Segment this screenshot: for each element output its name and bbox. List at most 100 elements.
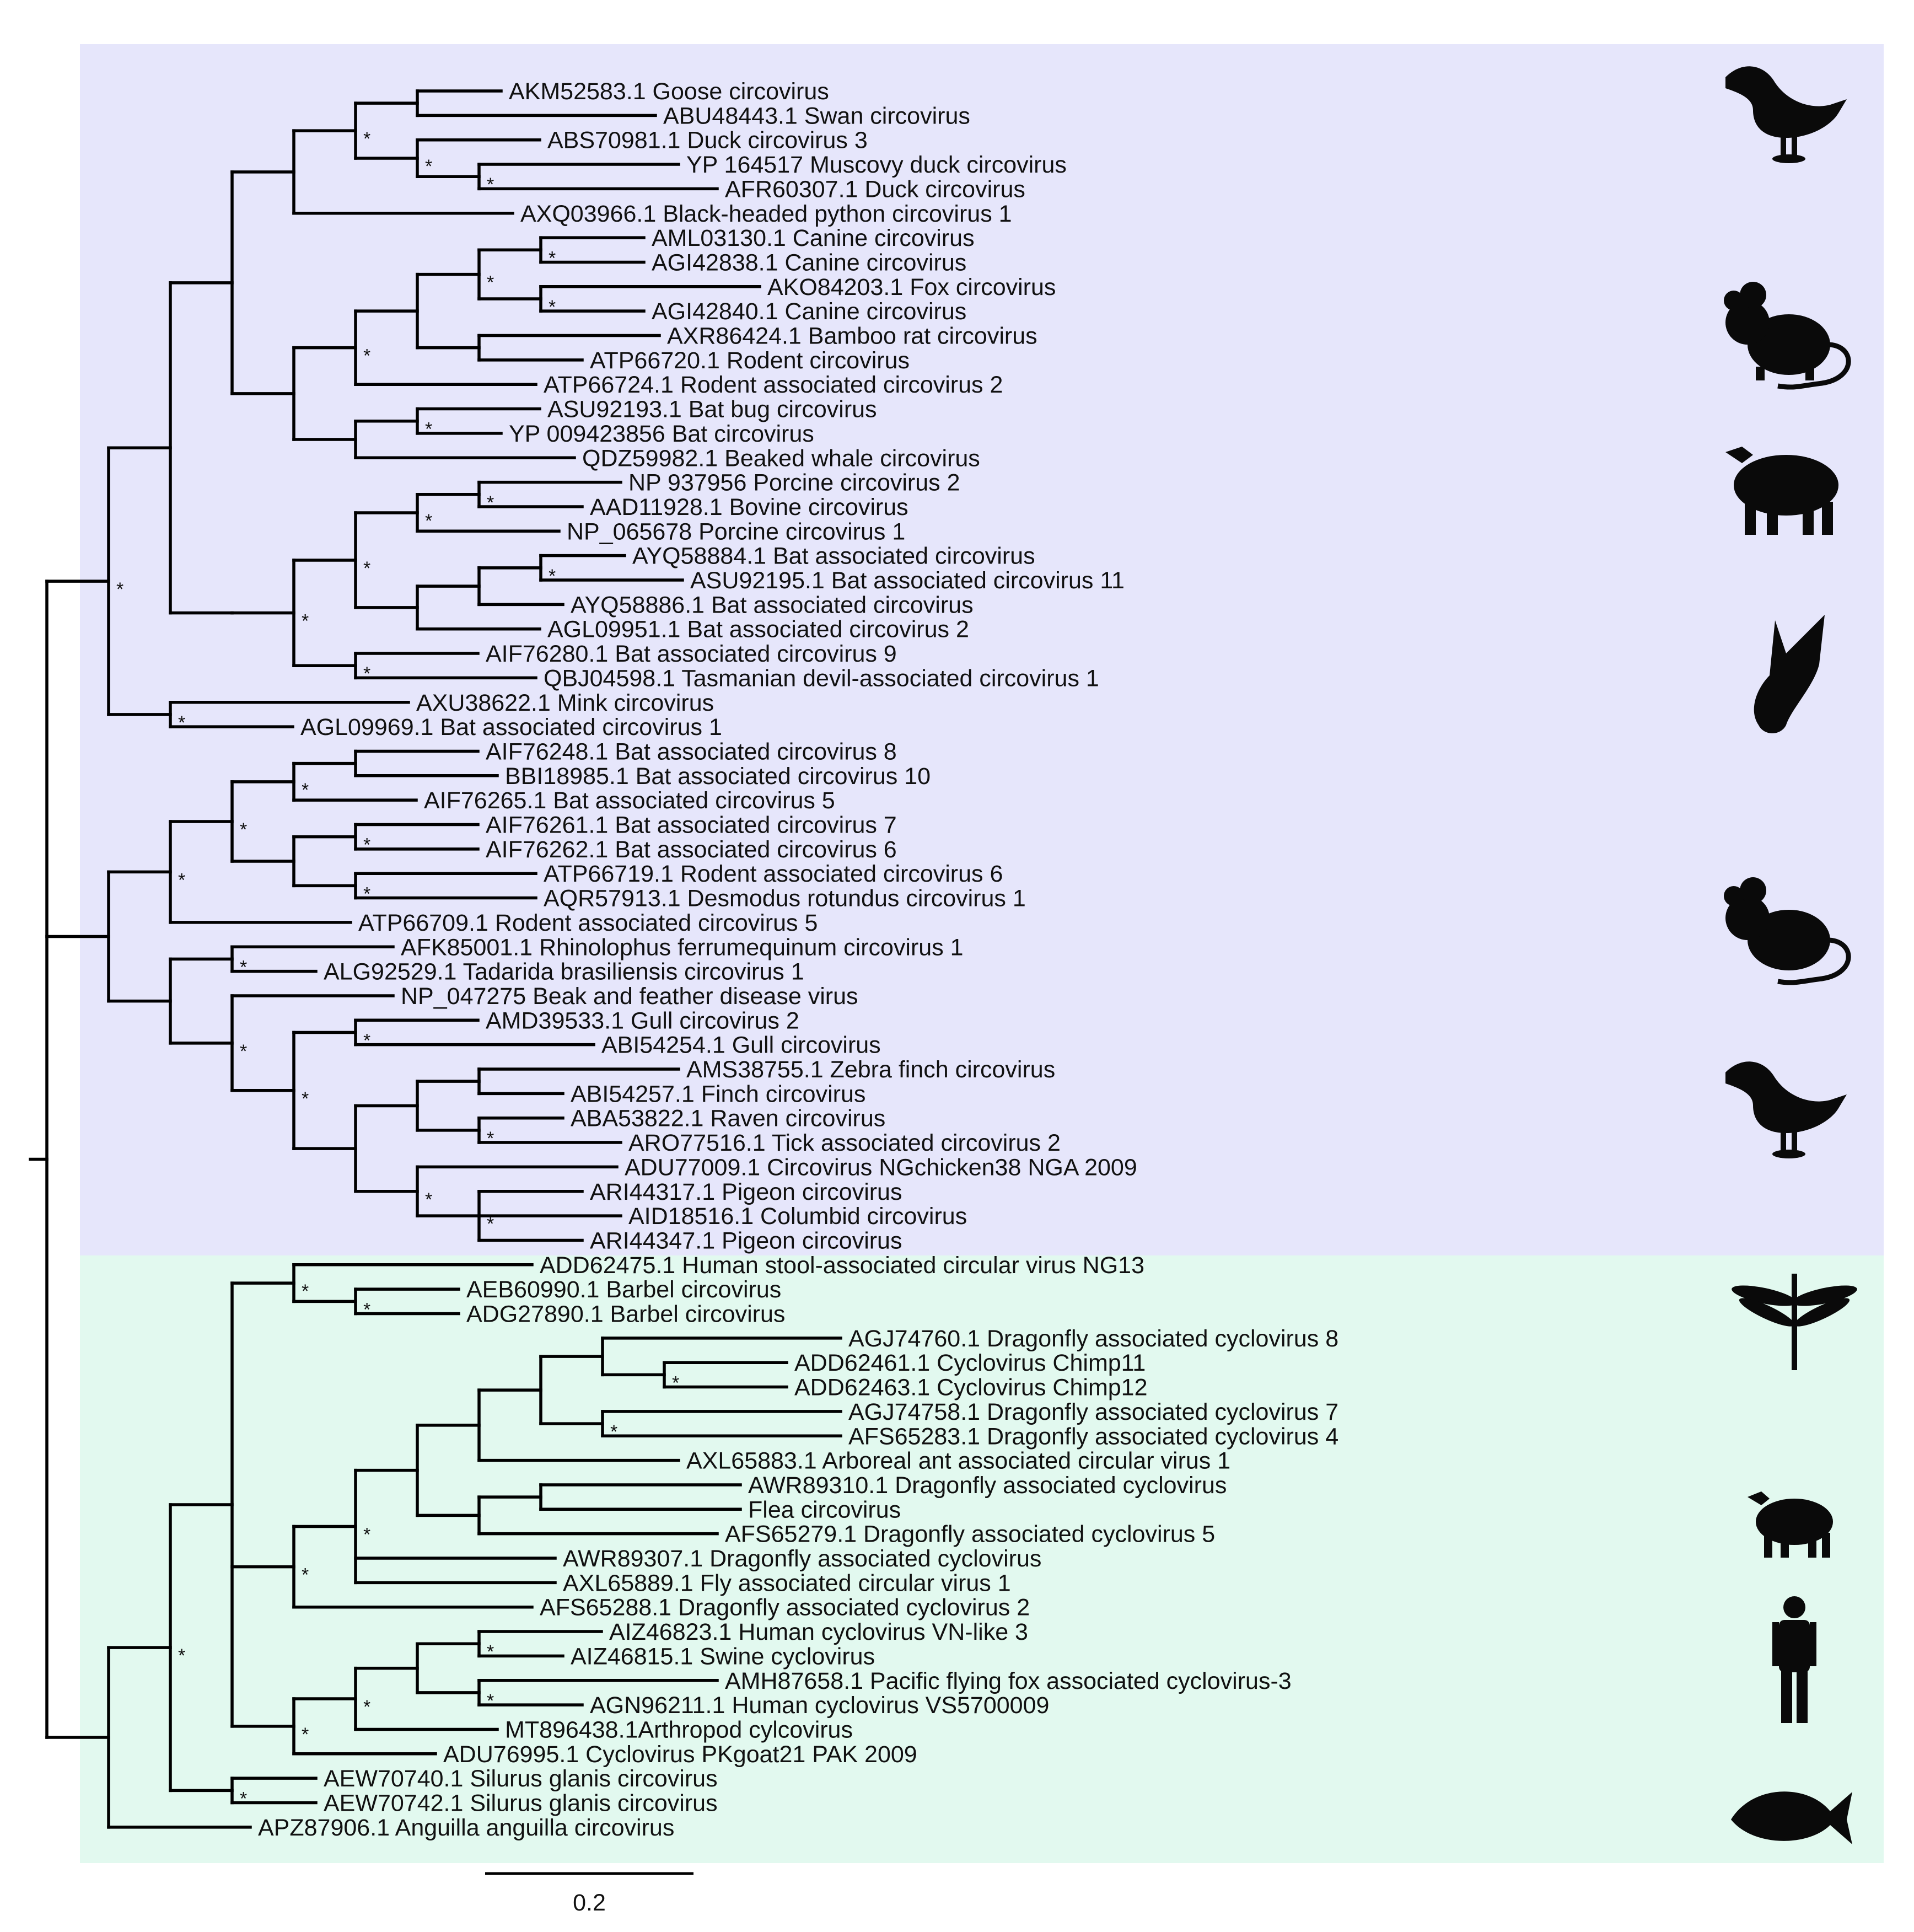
bootstrap-support-marker: * — [363, 835, 370, 856]
tip-label: ATP66719.1 Rodent associated circovirus … — [544, 861, 1003, 887]
tip-label: AGI42840.1 Canine circovirus — [652, 298, 966, 325]
tip-label: ABA53822.1 Raven circovirus — [571, 1105, 885, 1132]
tip-label: AGI42838.1 Canine circovirus — [652, 249, 966, 276]
bootstrap-support-marker: * — [487, 1690, 494, 1711]
tip-label: AIF76265.1 Bat associated circovirus 5 — [424, 787, 835, 814]
tip-label: YP 164517 Muscovy duck circovirus — [686, 152, 1067, 178]
tip-label: AEW70742.1 Silurus glanis circovirus — [324, 1790, 718, 1817]
bootstrap-support-marker: * — [425, 419, 432, 440]
duck-icon-2 — [1725, 1061, 1847, 1158]
bootstrap-support-marker: * — [363, 1524, 370, 1545]
bootstrap-support-marker: * — [240, 1788, 247, 1809]
tip-label: AMH87658.1 Pacific flying fox associated… — [725, 1668, 1292, 1694]
tip-label: ADD62463.1 Cyclovirus Chimp12 — [794, 1375, 1148, 1401]
tip-label: AIZ46815.1 Swine cyclovirus — [571, 1643, 875, 1670]
bootstrap-support-marker: * — [363, 346, 370, 367]
tip-label: NP_065678 Porcine circovirus 1 — [567, 518, 905, 545]
bootstrap-support-marker: * — [116, 579, 123, 600]
dragonfly-icon — [1732, 1274, 1857, 1370]
bootstrap-support-marker: * — [363, 663, 370, 684]
bootstrap-support-marker: * — [672, 1372, 679, 1393]
tip-label: AIF76261.1 Bat associated circovirus 7 — [486, 812, 897, 839]
pig-icon-2 — [1748, 1491, 1833, 1558]
tip-label: ABI54257.1 Finch circovirus — [571, 1081, 865, 1107]
bootstrap-support-marker: * — [487, 1214, 494, 1235]
tip-label: AGJ74758.1 Dragonfly associated cyclovir… — [848, 1399, 1338, 1425]
tree-branches — [29, 89, 842, 1829]
bootstrap-support-marker: * — [549, 248, 556, 269]
tip-label: AYQ58886.1 Bat associated circovirus — [571, 592, 974, 618]
tip-label: AMS38755.1 Zebra finch circovirus — [686, 1056, 1055, 1083]
tip-label: AXR86424.1 Bamboo rat circovirus — [667, 323, 1037, 350]
rodent-icon — [1724, 282, 1851, 390]
tip-label: AXU38622.1 Mink circovirus — [416, 690, 714, 716]
tip-label: AEB60990.1 Barbel circovirus — [466, 1276, 781, 1303]
bootstrap-support-marker: * — [302, 780, 309, 801]
bootstrap-support-marker: * — [425, 511, 432, 532]
circovirus-clade-background — [80, 44, 1884, 1255]
tip-label: ADD62475.1 Human stool-associated circul… — [540, 1252, 1144, 1279]
bootstrap-support-marker: * — [363, 1697, 370, 1718]
bootstrap-support-marker: * — [549, 297, 556, 318]
tip-label: AQR57913.1 Desmodus rotundus circovirus … — [544, 886, 1026, 912]
tip-label: ABI54254.1 Gull circovirus — [601, 1032, 881, 1059]
tip-label: AGL09951.1 Bat associated circovirus 2 — [547, 616, 969, 643]
tip-label: NP 937956 Porcine circovirus 2 — [628, 470, 960, 496]
tip-label: AWR89310.1 Dragonfly associated cyclovir… — [748, 1472, 1227, 1499]
tip-label: AIF76262.1 Bat associated circovirus 6 — [486, 836, 897, 863]
tip-label: NP_047275 Beak and feather disease virus — [401, 983, 858, 1010]
tip-label: ABU48443.1 Swan circovirus — [663, 103, 970, 129]
tip-label: APZ87906.1 Anguilla anguilla circovirus — [258, 1815, 674, 1841]
bootstrap-support-marker: * — [178, 712, 185, 733]
tip-label: ARI44317.1 Pigeon circovirus — [590, 1179, 902, 1205]
tip-label: ALG92529.1 Tadarida brasiliensis circovi… — [324, 959, 804, 985]
tip-label: ASU92195.1 Bat associated circovirus 11 — [690, 567, 1125, 594]
tip-label: AID18516.1 Columbid circovirus — [628, 1203, 967, 1230]
tip-label: AXL65889.1 Fly associated circular virus… — [563, 1570, 1011, 1596]
bootstrap-support-marker: * — [363, 128, 370, 149]
bootstrap-support-marker: * — [363, 883, 370, 904]
tip-label: MT896438.1Arthropod cylcovirus — [505, 1716, 853, 1743]
bootstrap-support-marker: * — [302, 611, 309, 632]
bootstrap-support-marker: * — [240, 819, 247, 840]
tip-label: ASU92193.1 Bat bug circovirus — [547, 396, 877, 423]
tip-label: AFS65288.1 Dragonfly associated cyclovir… — [540, 1595, 1030, 1621]
bootstrap-support-marker: * — [549, 566, 556, 587]
tip-label: AGL09969.1 Bat associated circovirus 1 — [300, 714, 722, 740]
fish-icon — [1731, 1791, 1852, 1844]
tip-label: AFS65279.1 Dragonfly associated cyclovir… — [725, 1521, 1215, 1548]
tip-label: BBI18985.1 Bat associated circovirus 10 — [505, 763, 931, 790]
tip-label: Flea circovirus — [748, 1496, 901, 1523]
tip-label: AXL65883.1 Arboreal ant associated circu… — [686, 1448, 1230, 1474]
tip-label: AML03130.1 Canine circovirus — [652, 225, 975, 251]
bootstrap-support-marker: * — [302, 1088, 309, 1109]
bootstrap-support-marker: * — [302, 1724, 309, 1745]
bootstrap-support-marker: * — [487, 1128, 494, 1149]
tip-label: ARI44347.1 Pigeon circovirus — [590, 1227, 902, 1254]
human-icon — [1772, 1596, 1816, 1723]
tip-label: AIZ46823.1 Human cyclovirus VN-like 3 — [609, 1619, 1028, 1645]
bootstrap-support-marker: * — [487, 272, 494, 293]
tip-label: AWR89307.1 Dragonfly associated cyclovir… — [563, 1545, 1041, 1572]
bootstrap-support-marker: * — [487, 1641, 494, 1662]
tip-label: ATP66724.1 Rodent associated circovirus … — [544, 372, 1003, 398]
tip-label: YP 009423856 Bat circovirus — [509, 421, 814, 447]
tip-label: AFK85001.1 Rhinolophus ferrumequinum cir… — [401, 934, 964, 960]
bootstrap-support-marker: * — [178, 870, 185, 890]
tip-label: AIF76280.1 Bat associated circovirus 9 — [486, 641, 897, 667]
tip-label: ADU77009.1 Circovirus NGchicken38 NGA 20… — [625, 1154, 1137, 1180]
scale-bar-label: 0.2 — [573, 1890, 606, 1916]
tip-label: AAD11928.1 Bovine circovirus — [590, 494, 908, 520]
bootstrap-support-marker: * — [363, 1030, 370, 1051]
tip-label: AFS65283.1 Dragonfly associated cyclovir… — [848, 1423, 1338, 1450]
bootstrap-support-marker: * — [487, 492, 494, 513]
tip-label: AYQ58884.1 Bat associated circovirus — [632, 543, 1035, 570]
bootstrap-support-marker: * — [240, 957, 247, 978]
bootstrap-support-marker: * — [363, 558, 370, 579]
tip-label: ABS70981.1 Duck circovirus 3 — [547, 127, 868, 154]
rodent-icon-2 — [1724, 877, 1851, 985]
bootstrap-support-marker: * — [363, 1299, 370, 1320]
tip-label: ADG27890.1 Barbel circovirus — [466, 1301, 785, 1328]
tip-label: QDZ59982.1 Beaked whale circovirus — [582, 445, 980, 471]
bootstrap-support-marker: * — [240, 1041, 247, 1062]
